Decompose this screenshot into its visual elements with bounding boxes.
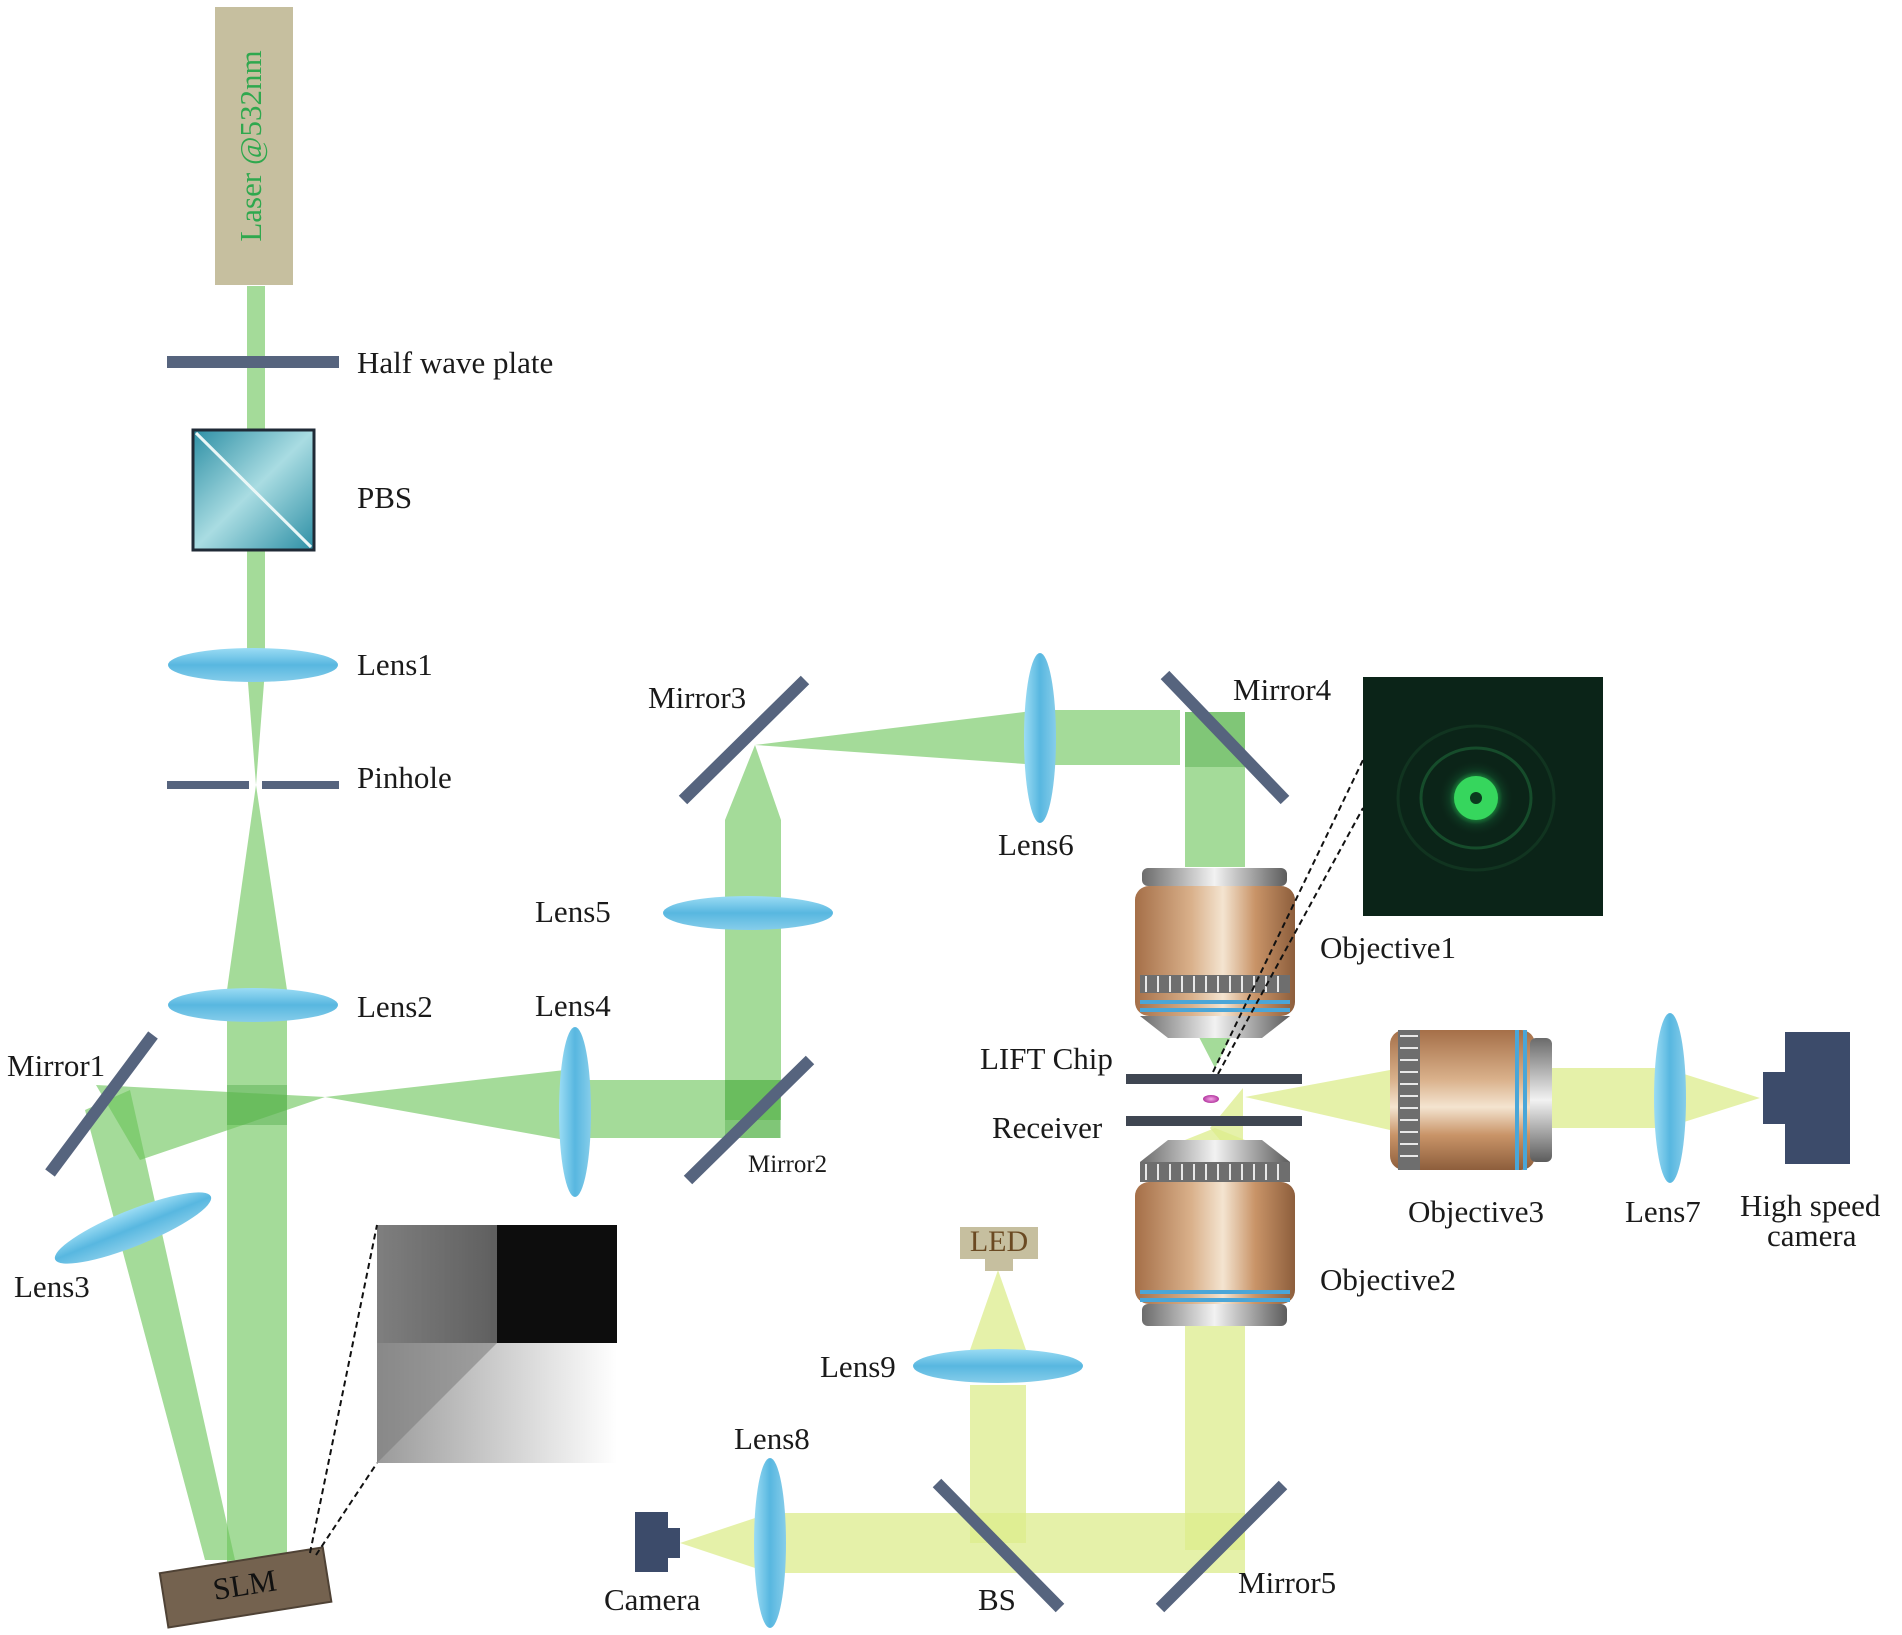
spot-callout-lines (1212, 759, 1364, 1075)
pbs-label: PBS (357, 480, 412, 515)
pinhole (167, 781, 339, 789)
led-label: LED (970, 1225, 1028, 1258)
lens2-label: Lens2 (357, 989, 433, 1024)
high-speed-camera (1763, 1032, 1850, 1164)
lens8 (754, 1458, 786, 1628)
mirror1 (45, 1031, 158, 1177)
slm: SLM (158, 1546, 333, 1629)
mirror2-label: Mirror2 (748, 1151, 827, 1178)
slm-phase-pattern (377, 1225, 617, 1463)
lens4 (559, 1027, 591, 1197)
slm-callout-lines (309, 1224, 378, 1556)
objective2-label: Objective2 (1320, 1262, 1456, 1297)
objective1-label: Objective1 (1320, 930, 1456, 965)
lift-chip (1126, 1074, 1302, 1084)
laser-label: Laser @532nm (233, 50, 268, 241)
lens3 (54, 1192, 212, 1264)
focal-spot-image (1363, 677, 1603, 916)
lift-chip-label: LIFT Chip (980, 1041, 1113, 1076)
lens9 (913, 1349, 1083, 1383)
mirror3-label: Mirror3 (648, 680, 746, 715)
lens7-label: Lens7 (1625, 1194, 1701, 1229)
lens5-label: Lens5 (535, 894, 611, 929)
camera-label: Camera (604, 1582, 701, 1617)
lens6-label: Lens6 (998, 827, 1074, 862)
lens4-label: Lens4 (535, 988, 611, 1023)
illumination-beam-path (680, 1068, 1760, 1573)
mirror4 (1160, 670, 1290, 805)
high-speed-camera-label-line2: camera (1767, 1218, 1857, 1253)
beam-splitter (932, 1478, 1065, 1613)
mirror1-label: Mirror1 (7, 1048, 105, 1083)
receiver-plate (1126, 1116, 1302, 1126)
receiver-label: Receiver (992, 1110, 1103, 1145)
led-source: LED (960, 1225, 1038, 1271)
lens1 (168, 648, 338, 682)
pinhole-label: Pinhole (357, 760, 452, 795)
camera (635, 1512, 680, 1572)
objective1 (1135, 868, 1295, 1038)
mirror4-label: Mirror4 (1233, 672, 1332, 707)
laser-source: Laser @532nm (215, 7, 293, 285)
lens5 (663, 896, 833, 930)
lens1-label: Lens1 (357, 647, 433, 682)
laser-beam-path (85, 286, 1245, 1565)
half-wave-plate (167, 356, 339, 368)
lens3-label: Lens3 (14, 1269, 90, 1304)
lens8-label: Lens8 (734, 1421, 810, 1456)
lens6 (1024, 653, 1056, 823)
half-wave-plate-label: Half wave plate (357, 345, 553, 380)
mirror5 (1155, 1480, 1288, 1613)
bs-label: BS (978, 1582, 1016, 1617)
high-speed-camera-label-line1: High speed (1740, 1188, 1881, 1223)
objective2 (1135, 1140, 1295, 1326)
lens2 (168, 988, 338, 1022)
mirror5-label: Mirror5 (1238, 1565, 1336, 1600)
objective3 (1390, 1030, 1552, 1170)
mirror2 (683, 1055, 815, 1185)
lens9-label: Lens9 (820, 1349, 896, 1384)
transferred-droplet (1203, 1095, 1219, 1103)
lens7 (1654, 1013, 1686, 1183)
objective3-label: Objective3 (1408, 1194, 1544, 1229)
mirror3 (678, 675, 810, 805)
pbs-cube (191, 428, 316, 552)
